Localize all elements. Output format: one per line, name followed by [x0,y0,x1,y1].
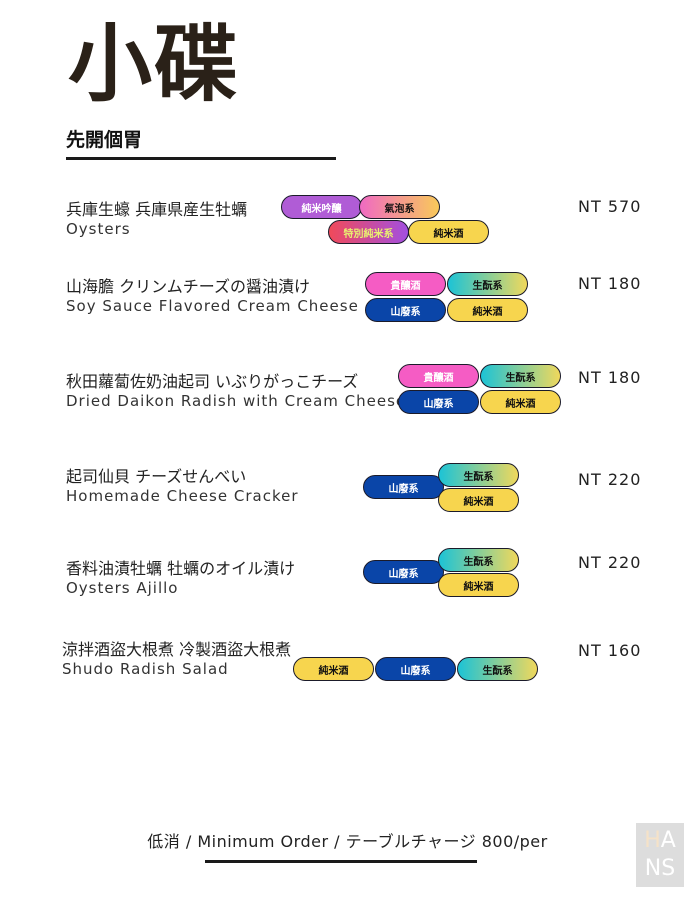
item-name-jp: 起司仙貝 チーズせんべい [66,467,247,486]
sake-tag: 純米酒 [447,298,528,322]
sake-tag: 山廢系 [363,475,444,499]
sake-tag: 純米酒 [293,657,374,681]
sake-tag: 山廢系 [363,560,444,584]
sake-tag: 生酛系 [480,364,561,388]
sake-tag: 生酛系 [447,272,528,296]
item-name-jp: 秋田蘿蔔佐奶油起司 いぶりがっこチーズ [66,372,359,391]
sake-tag: 純米酒 [480,390,561,414]
sake-tag: 貴釀酒 [365,272,446,296]
page-title: 小碟 [68,15,241,113]
item-price: NT 180 [578,368,642,387]
item-name-jp: 山海膽 クリンムチーズの醤油漬け [66,277,310,296]
sake-tag: 山廢系 [398,390,479,414]
sake-tag: 特別純米系 [328,220,409,244]
sake-tag: 純米酒 [408,220,489,244]
sake-tag: 山廢系 [365,298,446,322]
item-price: NT 220 [578,470,642,489]
item-name-en: Oysters Ajillo [66,579,179,597]
sake-tag: 山廢系 [375,657,456,681]
sake-tag: 貴釀酒 [398,364,479,388]
sake-tag: 純米吟釀 [281,195,362,219]
sake-tag: 生酛系 [438,548,519,572]
item-name-en: Oysters [66,220,131,238]
item-name-jp: 香料油漬牡蠣 牡蠣のオイル漬け [66,559,296,578]
sake-tag: 純米酒 [438,573,519,597]
sake-tag: 氣泡系 [359,195,440,219]
sake-tag: 生酛系 [438,463,519,487]
item-name-en: Homemade Cheese Cracker [66,487,299,505]
item-price: NT 180 [578,274,642,293]
item-price: NT 160 [578,641,642,660]
item-name-jp: 涼拌酒盜大根煮 冷製酒盜大根煮 [62,640,292,659]
item-price: NT 570 [578,197,642,216]
sake-tag: 純米酒 [438,488,519,512]
item-name-jp: 兵庫生蠔 兵庫県産生牡蠣 [66,200,248,219]
page-subtitle: 先開個胃 [66,129,143,151]
item-name-en: Soy Sauce Flavored Cream Cheese [66,297,359,315]
item-name-en: Shudo Radish Salad [62,660,229,678]
item-name-en: Dried Daikon Radish with Cream Cheese [66,392,407,410]
item-price: NT 220 [578,553,642,572]
title-divider [66,157,336,160]
sake-tag: 生酛系 [457,657,538,681]
minimum-order-note: 低消 / Minimum Order / テーブルチャージ 800/per [147,832,548,851]
footer-divider [205,860,477,863]
